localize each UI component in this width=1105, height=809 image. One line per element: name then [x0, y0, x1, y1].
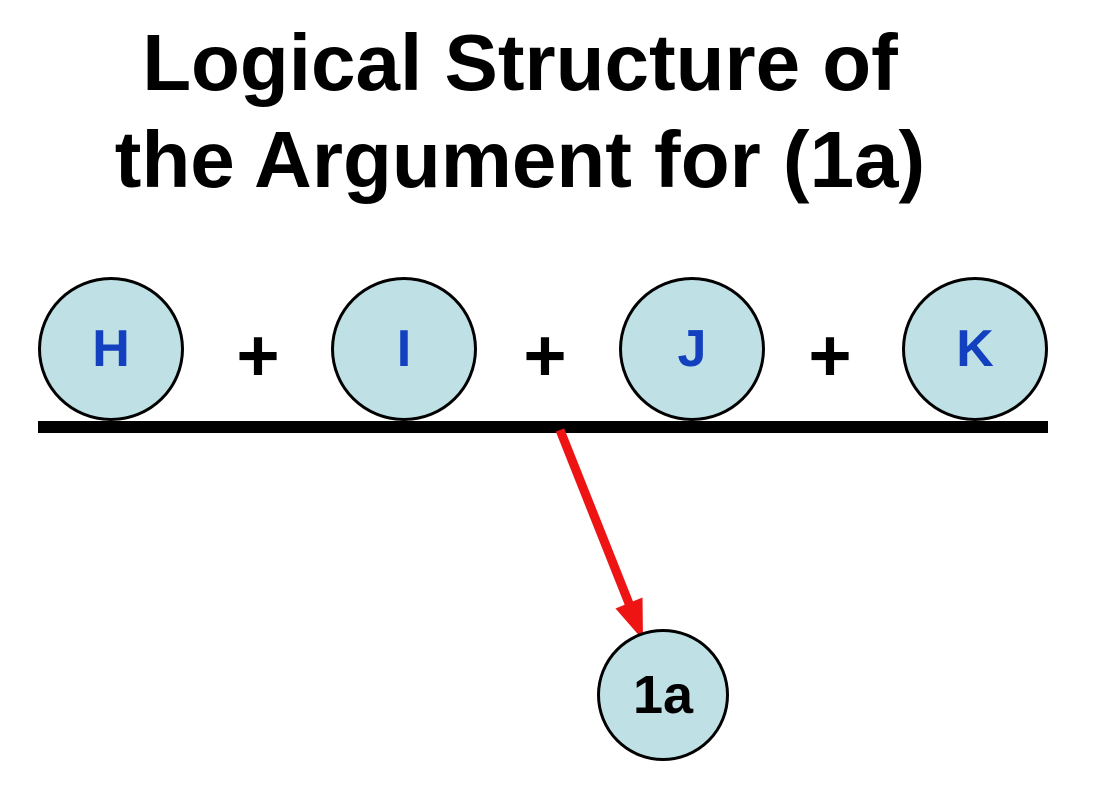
inference-bar	[38, 421, 1048, 433]
premise-node-j: J	[619, 277, 765, 421]
premise-label-h: H	[92, 320, 130, 378]
plus-operator-3: +	[808, 314, 852, 397]
title-line-1: Logical Structure of	[142, 18, 898, 107]
premise-label-j: J	[677, 320, 707, 378]
conclusion-node-1a: 1a	[597, 629, 729, 761]
premise-label-i: I	[396, 320, 412, 378]
conclusion-label-1a: 1a	[632, 665, 694, 725]
premise-node-i: I	[331, 277, 477, 421]
premise-node-k: K	[902, 277, 1048, 421]
plus-operator-2: +	[523, 314, 567, 397]
premise-node-h: H	[38, 277, 184, 421]
premise-label-k: K	[956, 320, 994, 378]
page-title: Logical Structure of the Argument for (1…	[0, 14, 1040, 208]
plus-operator-1: +	[236, 314, 280, 397]
title-line-2: the Argument for (1a)	[114, 115, 926, 204]
